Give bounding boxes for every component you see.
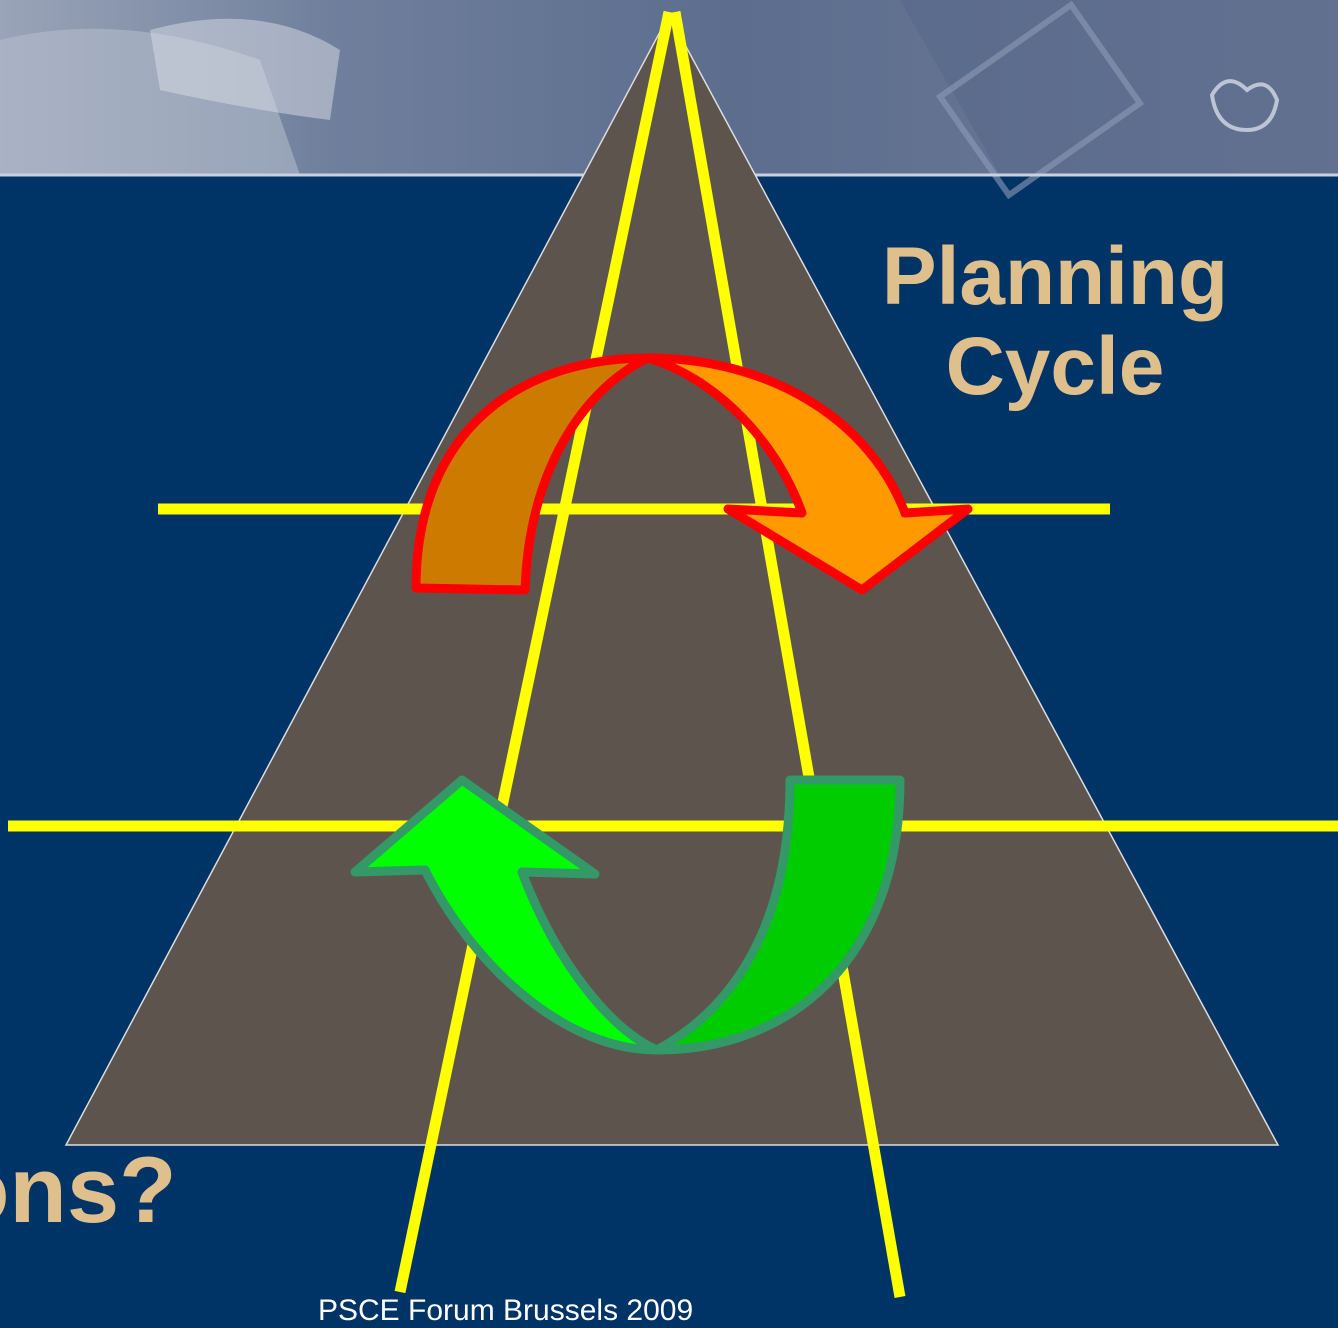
top-cycle-arrow [411,353,973,595]
bottom-arrow-left-half [350,775,662,1055]
guide-lines [8,10,1338,1298]
top-arrow-right-half [643,353,973,595]
footer-text: PSCE Forum Brussels 2009 [318,1294,694,1327]
partial-heading-text: ons? [0,1137,177,1242]
title-line-cycle: Cycle [945,321,1165,412]
bottom-cycle-arrow [350,775,905,1055]
left-sloped-line [394,10,675,1294]
bottom-arrow-right-half [652,775,905,1055]
pyramid [64,13,1280,1146]
right-sloped-line [669,11,906,1298]
title-line-planning: Planning [881,231,1229,322]
planning-cycle-title: Planning Cycle [845,232,1265,412]
